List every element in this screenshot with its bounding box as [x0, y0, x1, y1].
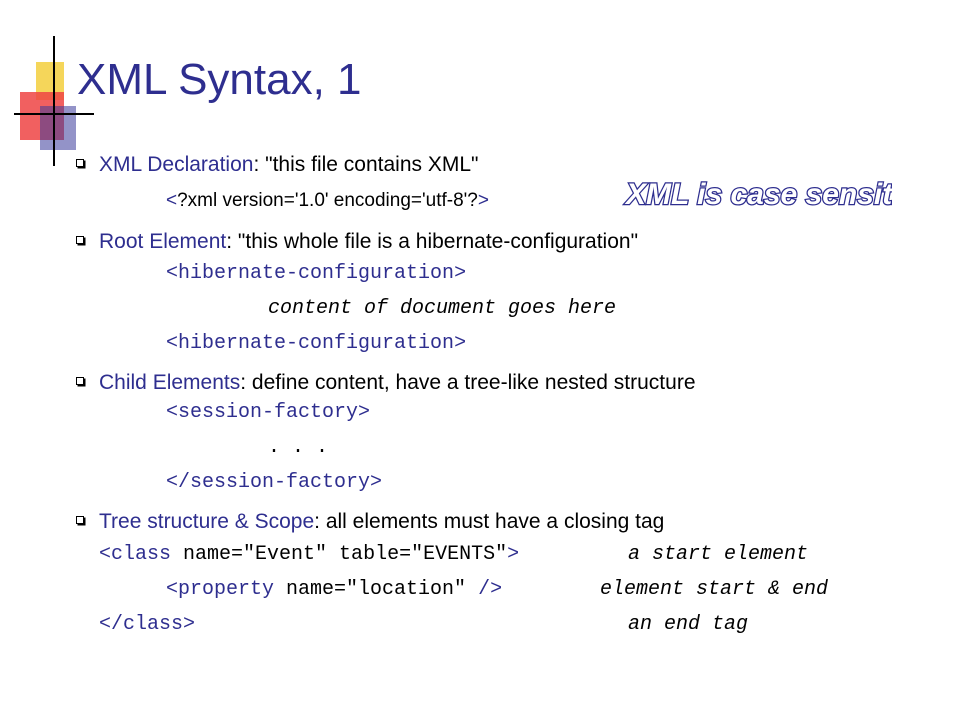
xml-declaration-code: <?xml version='1.0' encoding='utf-8'?>: [166, 190, 489, 213]
tag-bracket: </: [166, 471, 191, 494]
tag-name: session-factory: [178, 401, 359, 424]
case-sensitive-callout: XML is case sensitive: [623, 177, 892, 213]
tag-bracket: <: [166, 578, 179, 601]
property-tag: <property name="location" />: [166, 578, 502, 602]
tag-name: property: [178, 578, 275, 601]
tag-bracket: >: [454, 332, 467, 355]
tag-name: hibernate-configuration: [178, 262, 455, 285]
tag-bracket: />: [478, 578, 503, 601]
callout-text: XML is case sensitive: [624, 178, 892, 211]
tag-attributes: name="location": [274, 578, 479, 601]
class-open-tag: <class name="Event" table="EVENTS">: [99, 543, 519, 567]
bullet-marker: [76, 377, 84, 385]
tag-name: class: [123, 613, 184, 636]
term-root-element: Root Element: [99, 230, 227, 253]
tag-attributes: name="Event" table="EVENTS": [171, 543, 508, 566]
root-open-tag: <hibernate-configuration>: [166, 262, 466, 286]
tag-bracket: <: [166, 332, 179, 355]
bullet-child-elements: Child Elements: define content, have a t…: [99, 370, 696, 395]
child-open-tag: <session-factory>: [166, 401, 370, 425]
note-end-tag: an end tag: [628, 613, 749, 636]
bullet-xml-declaration: XML Declaration: "this file contains XML…: [99, 152, 478, 177]
tag-bracket: <: [166, 190, 178, 211]
root-close-tag: <hibernate-configuration>: [166, 332, 466, 356]
desc-root-element: : "this whole file is a hibernate-config…: [226, 230, 639, 253]
bullet-marker: [76, 159, 84, 167]
tag-bracket: >: [370, 471, 383, 494]
term-tree-structure: Tree structure & Scope: [99, 510, 315, 533]
bullet-tree-structure: Tree structure & Scope: all elements mus…: [99, 509, 664, 534]
bullet-marker: [76, 236, 84, 244]
tag-bracket: <: [99, 543, 112, 566]
tag-name: session-factory: [190, 471, 371, 494]
note-start-end: element start & end: [600, 578, 829, 601]
desc-xml-declaration: : "this file contains XML": [253, 153, 479, 176]
child-ellipsis: . . .: [268, 436, 329, 459]
desc-tree-structure: : all elements must have a closing tag: [314, 510, 665, 533]
root-content-text: content of document goes here: [268, 297, 617, 320]
tag-bracket: >: [507, 543, 520, 566]
bullet-root-element: Root Element: "this whole file is a hibe…: [99, 229, 638, 254]
bullet-marker: [76, 516, 84, 524]
declaration-text: ?xml version='1.0' encoding='utf-8'?: [177, 190, 478, 211]
class-close-tag: </class>: [99, 613, 195, 637]
tag-name: hibernate-configuration: [178, 332, 455, 355]
tag-bracket: >: [454, 262, 467, 285]
tag-name: class: [111, 543, 172, 566]
tag-bracket: <: [166, 401, 179, 424]
tag-bracket: >: [477, 190, 489, 211]
note-start-element: a start element: [628, 543, 809, 566]
child-close-tag: </session-factory>: [166, 471, 382, 495]
term-xml-declaration: XML Declaration: [99, 153, 254, 176]
term-child-elements: Child Elements: [99, 371, 241, 394]
corner-decoration: [14, 36, 94, 166]
tag-bracket: >: [358, 401, 371, 424]
tag-bracket: >: [183, 613, 196, 636]
decoration-blue-block: [40, 106, 76, 150]
tag-bracket: <: [166, 262, 179, 285]
desc-child-elements: : define content, have a tree-like neste…: [240, 371, 696, 394]
tag-bracket: </: [99, 613, 124, 636]
slide-title: XML Syntax, 1: [77, 55, 362, 104]
